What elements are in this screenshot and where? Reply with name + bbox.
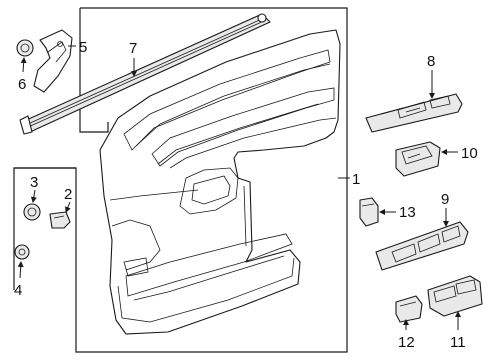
fastener-part bbox=[14, 244, 30, 260]
callout-6: 6 bbox=[18, 76, 26, 93]
callout-7: 7 bbox=[129, 40, 137, 57]
grommet-part bbox=[23, 203, 41, 221]
trim-clip-part bbox=[49, 211, 71, 229]
master-switch-part bbox=[375, 221, 469, 271]
callout-11: 11 bbox=[450, 334, 466, 351]
leader-lines bbox=[17, 45, 461, 330]
switch-bezel-part bbox=[365, 93, 463, 133]
callout-9: 9 bbox=[441, 191, 449, 208]
round-plug-part bbox=[16, 39, 34, 57]
callout-5: 5 bbox=[79, 39, 87, 56]
callout-12: 12 bbox=[398, 334, 415, 351]
small-switch-part bbox=[359, 197, 379, 227]
callout-3: 3 bbox=[30, 174, 38, 191]
callout-8: 8 bbox=[427, 53, 435, 70]
callout-13: 13 bbox=[399, 204, 416, 221]
callout-1: 1 bbox=[352, 171, 360, 188]
door-trim-panel-part bbox=[99, 29, 341, 335]
callout-10: 10 bbox=[461, 145, 478, 162]
belt-weatherstrip-part bbox=[19, 13, 271, 135]
window-switch-part bbox=[395, 141, 441, 177]
small-switch-12-part bbox=[395, 295, 423, 323]
callout-4: 4 bbox=[14, 282, 22, 299]
mirror-garnish-part bbox=[33, 29, 73, 93]
switch-unit-part bbox=[427, 275, 483, 317]
callout-2: 2 bbox=[64, 186, 72, 203]
